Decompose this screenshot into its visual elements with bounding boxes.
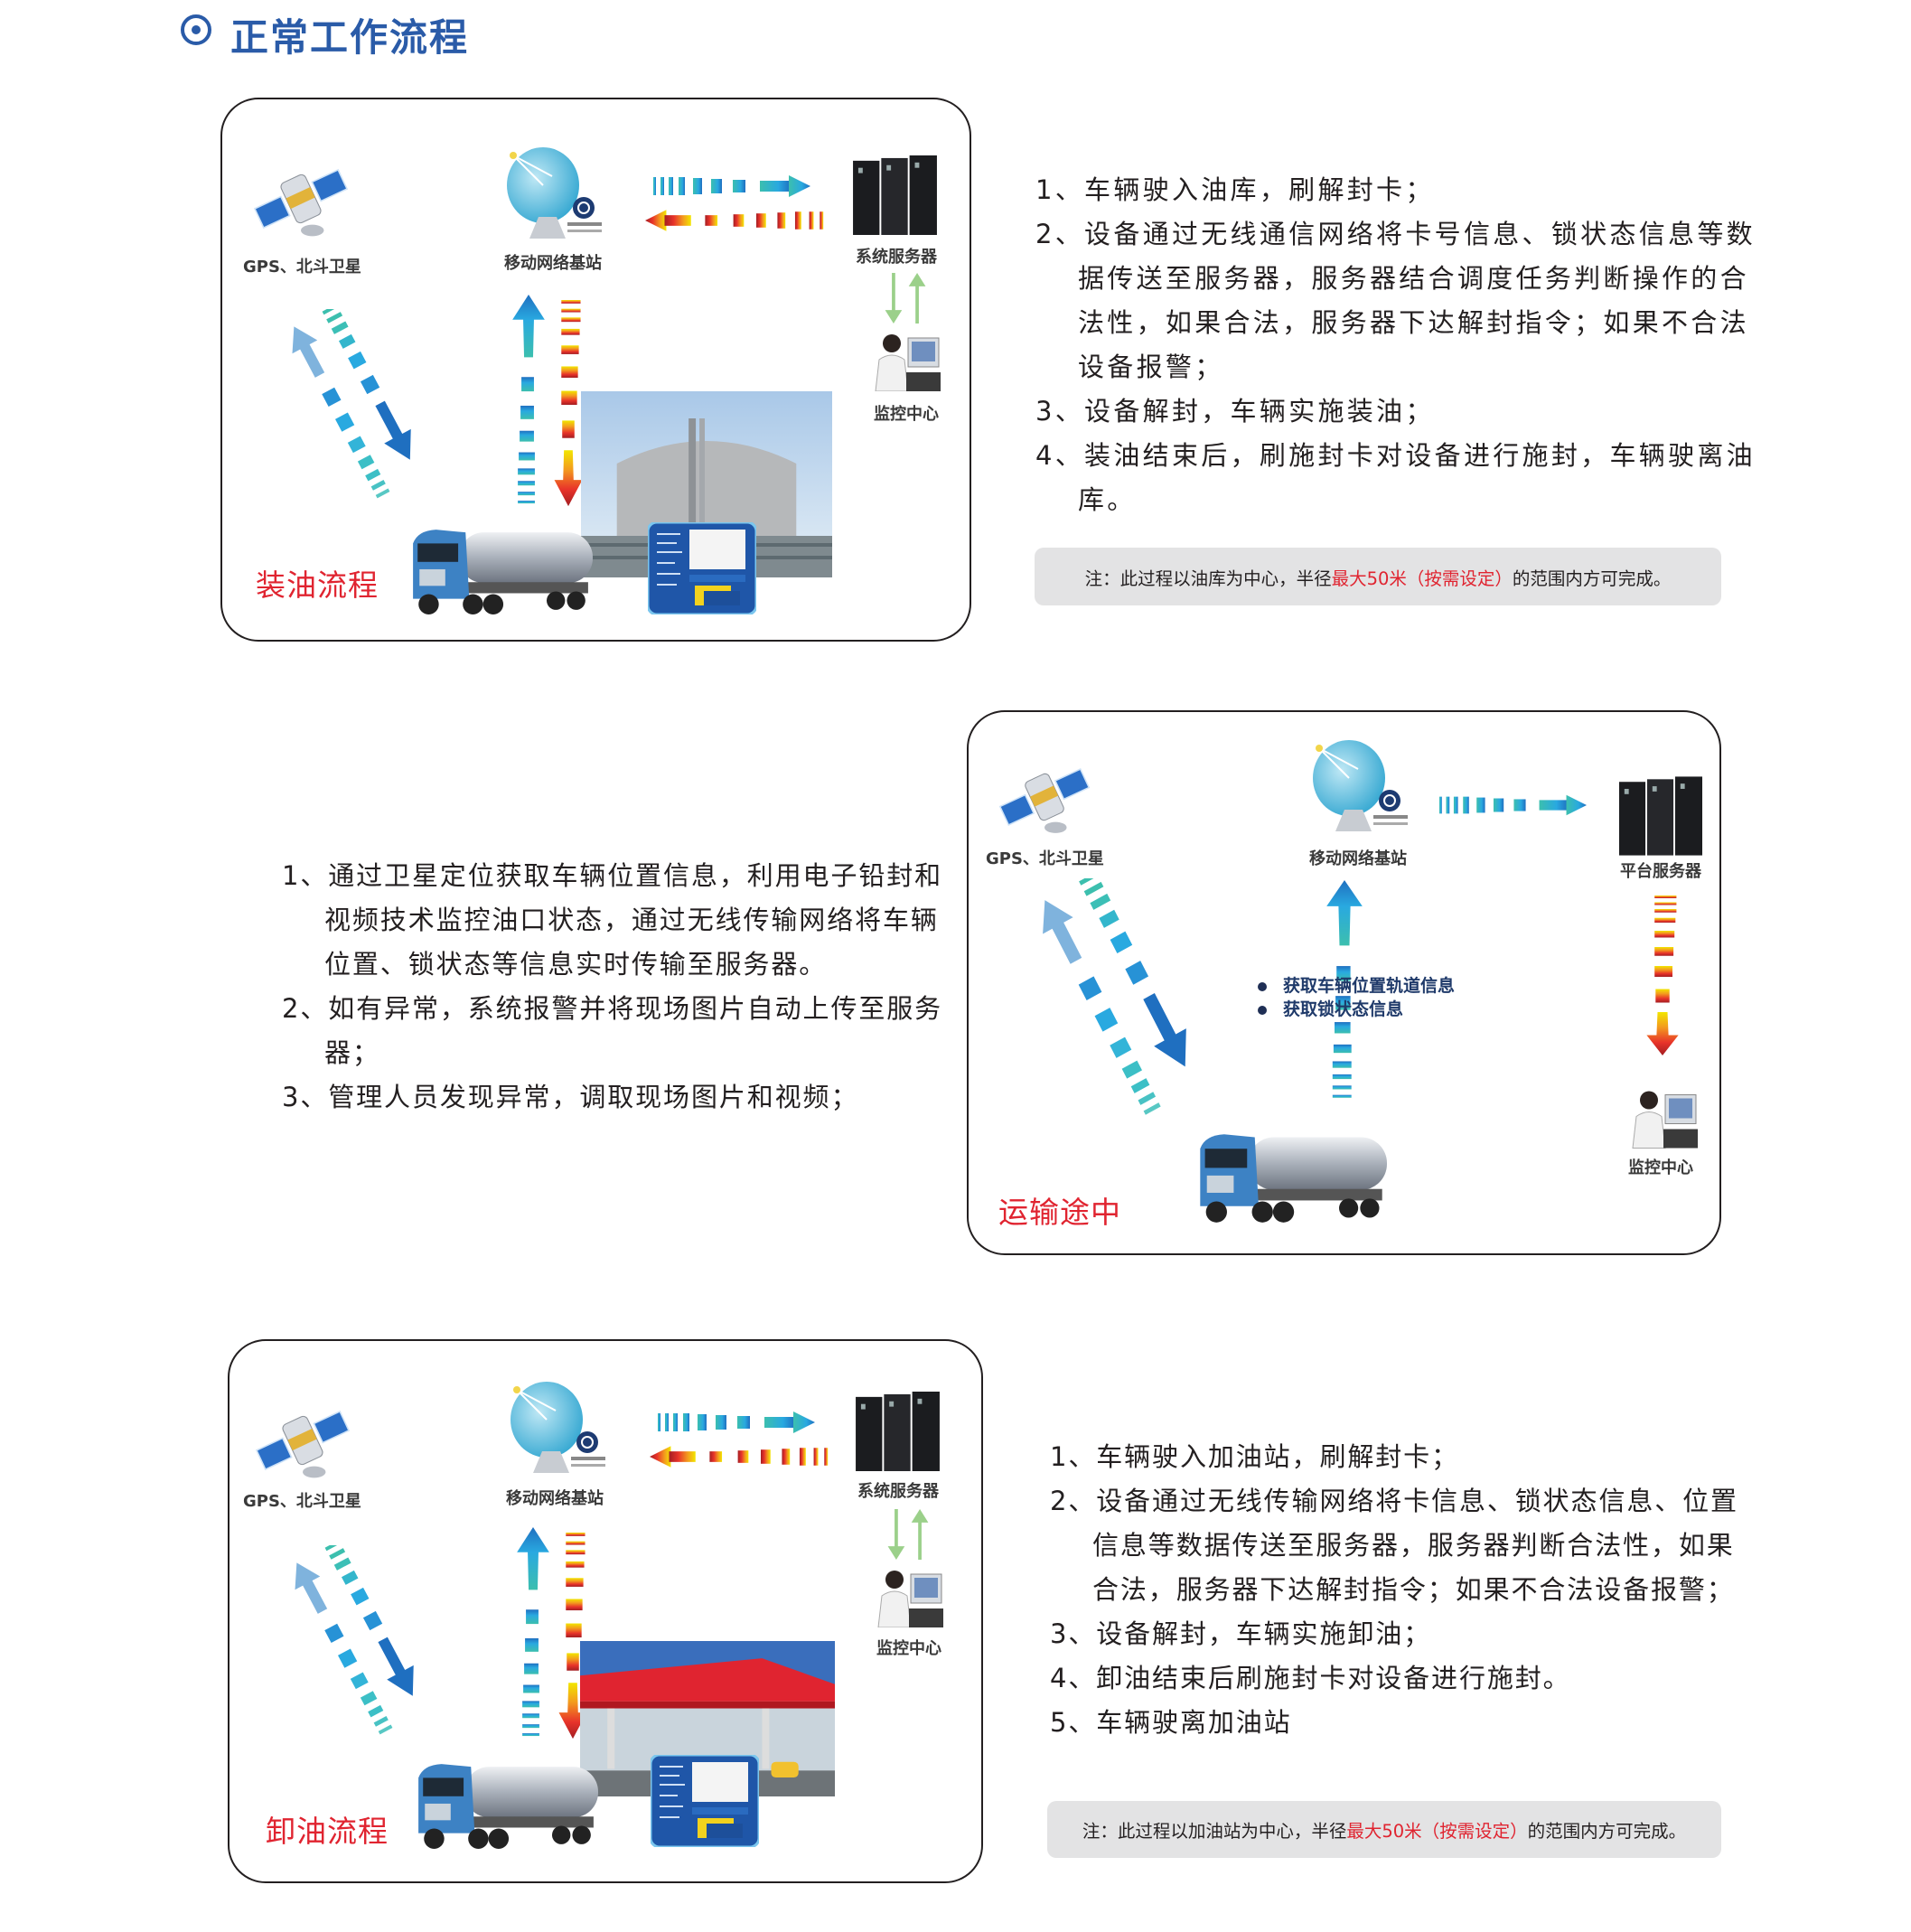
monitor-label: 监控中心	[874, 405, 939, 424]
seal-device-image	[648, 522, 756, 614]
note-prefix: 注：此过程以加油站为中心，半径	[1082, 1821, 1347, 1842]
server-icon	[1619, 775, 1702, 857]
bullet-item: 获取锁状态信息	[1258, 998, 1455, 1021]
page-title: 正常工作流程	[230, 15, 470, 60]
transport-flow-diagram: GPS、北斗卫星 移动网络基站 平台服务器 监控中心 获取车辆位置轨道信息 获取…	[967, 710, 1721, 1255]
note-suffix: 的范围内方可完成。	[1527, 1821, 1687, 1842]
unloading-steps: 1、车辆驶入加油站，刷解封卡； 2、设备通过无线传输网络将卡信息、锁状态信息、位…	[1050, 1435, 1755, 1745]
satellite-link-arrows-icon	[286, 309, 431, 504]
step-item: 1、车辆驶入加油站，刷解封卡；	[1050, 1441, 1459, 1472]
satellite-icon	[253, 155, 349, 242]
note-prefix: 注：此过程以油库为中心，半径	[1084, 567, 1332, 589]
step-item: 5、车辆驶离加油站	[1050, 1707, 1292, 1738]
step-item: 4、装油结束后，刷施封卡对设备进行施封，车辆驶离油库。	[1035, 440, 1756, 515]
flow-title: 装油流程	[256, 567, 379, 603]
uplink-arrow-icon	[653, 175, 825, 197]
base-station-icon	[506, 1379, 614, 1478]
operator-icon	[1627, 1088, 1700, 1149]
operator-icon	[873, 1569, 945, 1627]
unloading-note: 注：此过程以加油站为中心，半径最大50米（按需设定）的范围内方可完成。	[1047, 1801, 1721, 1858]
note-highlight: 最大50米（按需设定）	[1331, 567, 1513, 589]
seal-device-image	[651, 1755, 759, 1847]
uplink-arrow-icon	[658, 1411, 829, 1433]
loading-steps: 1、车辆驶入油库，刷解封卡； 2、设备通过无线通信网络将卡号信息、锁状态信息等数…	[1035, 168, 1769, 522]
satellite-link-arrows-icon	[1037, 878, 1209, 1120]
unloading-flow-diagram: GPS、北斗卫星 移动网络基站 系统服务器 监控中心 卸油流程	[228, 1339, 983, 1883]
monitor-label: 监控中心	[876, 1639, 941, 1658]
step-item: 3、设备解封，车辆实施卸油；	[1050, 1618, 1432, 1649]
truck-image	[1190, 1130, 1392, 1225]
server-label: 系统服务器	[856, 248, 937, 267]
step-item: 4、卸油结束后刷施封卡对设备进行施封。	[1050, 1663, 1571, 1693]
up-arrow-icon	[515, 1527, 551, 1742]
flow-title: 卸油流程	[266, 1814, 389, 1849]
operator-icon	[870, 333, 942, 391]
flow-title: 运输途中	[998, 1195, 1121, 1230]
base-station-label: 移动网络基站	[1309, 849, 1407, 868]
swap-arrows-icon	[882, 1509, 934, 1560]
uplink-arrow-icon	[1439, 792, 1600, 818]
circle-dot-icon	[181, 14, 211, 45]
truck-image	[408, 524, 593, 618]
base-station-label: 移动网络基站	[506, 1489, 604, 1508]
satellite-label: GPS、北斗卫星	[243, 258, 361, 277]
loading-note: 注：此过程以油库为中心，半径最大50米（按需设定）的范围内方可完成。	[1035, 548, 1721, 605]
step-item: 2、设备通过无线通信网络将卡号信息、锁状态信息等数据传送至服务器，服务器结合调度…	[1035, 219, 1756, 382]
step-item: 3、设备解封，车辆实施装油；	[1035, 396, 1435, 427]
bullet-item: 获取车辆位置轨道信息	[1258, 974, 1455, 998]
down-arrow-icon	[1646, 896, 1679, 1055]
swap-arrows-icon	[879, 273, 932, 324]
downlink-arrow-icon	[650, 1446, 835, 1468]
step-item: 2、如有异常，系统报警并将现场图片自动上传至服务器；	[282, 993, 943, 1068]
server-label: 系统服务器	[857, 1482, 939, 1501]
satellite-icon	[997, 755, 1092, 839]
step-item: 1、车辆驶入油库，刷解封卡；	[1035, 174, 1435, 205]
step-item: 3、管理人员发现异常，调取现场图片和视频；	[282, 1082, 859, 1112]
server-icon	[855, 1392, 941, 1471]
loading-flow-diagram: GPS、北斗卫星 移动网络基站 系统服务器 监控中心 装油流程	[220, 98, 971, 642]
satellite-label: GPS、北斗卫星	[986, 849, 1104, 868]
transport-steps: 1、通过卫星定位获取车辆位置信息，利用电子铅封和视频技术监控油口状态，通过无线传…	[282, 854, 955, 1120]
truck-image	[414, 1758, 598, 1852]
base-station-icon	[502, 145, 611, 244]
up-arrow-icon	[511, 295, 547, 510]
step-item: 1、通过卫星定位获取车辆位置信息，利用电子铅封和视频技术监控油口状态，通过无线传…	[282, 860, 943, 980]
base-station-icon	[1308, 737, 1417, 837]
downlink-arrow-icon	[645, 210, 830, 231]
step-item: 2、设备通过无线传输网络将卡信息、锁状态信息、位置信息等数据传送至服务器，服务器…	[1050, 1486, 1738, 1605]
monitor-label: 监控中心	[1628, 1158, 1693, 1177]
satellite-link-arrows-icon	[289, 1545, 434, 1740]
server-icon	[852, 155, 938, 235]
note-highlight: 最大50米（按需设定）	[1346, 1821, 1528, 1842]
info-bullets: 获取车辆位置轨道信息 获取锁状态信息	[1258, 974, 1455, 1021]
satellite-icon	[255, 1397, 351, 1484]
note-suffix: 的范围内方可完成。	[1512, 567, 1672, 589]
server-label: 平台服务器	[1620, 862, 1701, 881]
base-station-label: 移动网络基站	[504, 254, 602, 273]
satellite-label: GPS、北斗卫星	[243, 1492, 361, 1511]
